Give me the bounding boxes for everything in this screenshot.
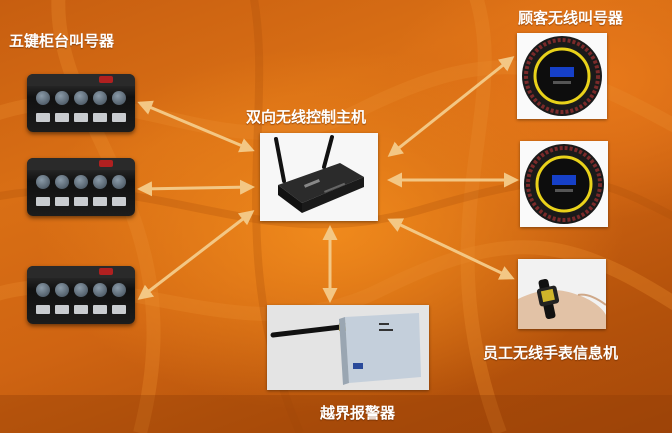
round-pager-icon <box>517 33 607 119</box>
arrow-keypad3-host <box>137 210 255 300</box>
counter-keypad-icon <box>27 74 135 132</box>
keypads-label: 五键柜台叫号器 <box>9 32 115 50</box>
wrist-watch-icon <box>518 259 606 329</box>
arrow-host-watch <box>387 218 515 280</box>
arrow-keypad1-host <box>137 100 255 153</box>
arrow-keypad2-host <box>137 179 255 197</box>
alarm-label: 越界报警器 <box>320 404 396 422</box>
customer-pagers-label: 顾客无线叫号器 <box>518 9 624 27</box>
watch-label: 员工无线手表信息机 <box>483 344 619 362</box>
round-pager-icon <box>520 141 608 227</box>
wireless-host-icon <box>260 133 378 221</box>
alarm-box-icon <box>267 305 429 390</box>
host-label: 双向无线控制主机 <box>246 108 367 126</box>
counter-keypad-icon <box>27 266 135 324</box>
arrow-host-pager1 <box>387 56 515 157</box>
counter-keypad-icon <box>27 158 135 216</box>
